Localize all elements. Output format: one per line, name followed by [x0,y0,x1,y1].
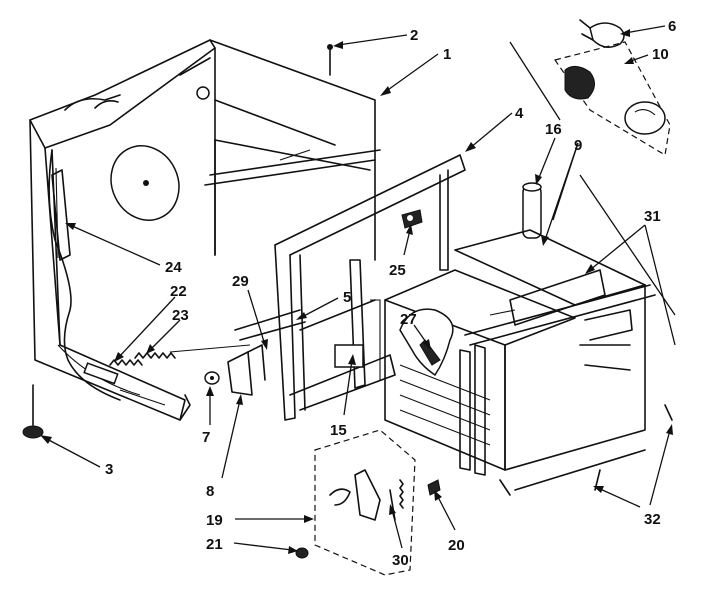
callout-7: 7 [202,429,210,446]
callout-21: 21 [206,536,223,553]
callout-3: 3 [105,461,113,478]
springs-hardware [109,344,266,396]
callout-9: 9 [574,137,582,154]
callout-10: 10 [652,46,669,63]
callout-24: 24 [165,259,182,276]
callout-labels: 1 2 3 4 5 6 7 8 9 10 15 16 19 20 21 22 2… [105,18,676,569]
callout-20: 20 [448,537,465,554]
callout-4: 4 [515,105,524,122]
front-frame [234,154,466,421]
callout-6: 6 [668,18,676,35]
oven-cavity [384,229,673,496]
callout-30: 30 [392,552,409,569]
small-parts [22,19,671,439]
leader-lines [40,25,676,554]
callout-22: 22 [170,283,187,300]
callout-25: 25 [389,262,406,279]
left-side-panel [29,39,216,421]
callout-1: 1 [443,46,451,63]
callout-16: 16 [545,121,562,138]
callout-8: 8 [206,483,214,500]
callout-19: 19 [206,512,223,529]
callout-15: 15 [330,422,347,439]
rear-frame [179,39,381,261]
callout-29: 29 [232,273,249,290]
callout-23: 23 [172,307,189,324]
latch-assembly [295,429,441,576]
callout-2: 2 [410,27,418,44]
callout-31: 31 [644,208,661,225]
callout-5: 5 [343,289,351,306]
callout-32: 32 [644,511,661,528]
callout-27: 27 [400,311,417,328]
